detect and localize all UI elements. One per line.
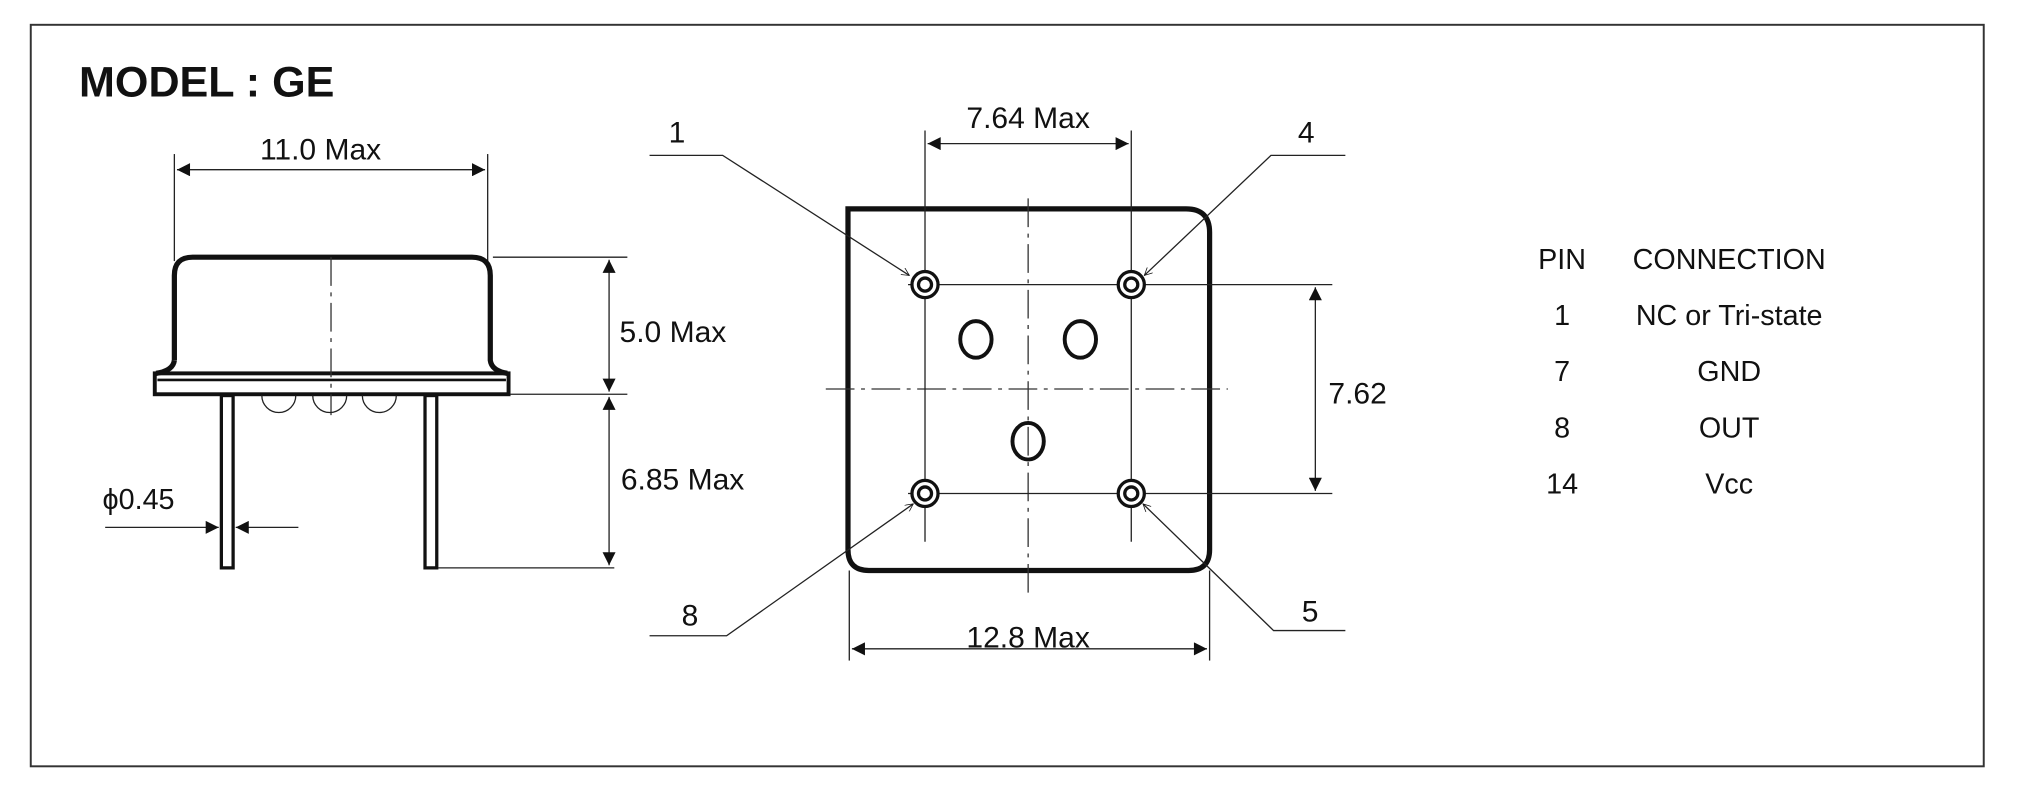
bottom-view: 7.64 Max 12.8 Max 7.62 1 4 8 5 [649,102,1387,661]
lead-diameter-label: ϕ0.45 [103,484,175,516]
table-row-connection: NC or Tri-state [1636,300,1823,332]
pins [910,269,1146,509]
flange [152,371,511,397]
lead-right [423,393,439,570]
table-row-pin: 8 [1554,412,1570,444]
table-row-pin: 14 [1546,468,1578,500]
pin-spacing-y-label: 7.62 [1328,377,1386,410]
table-row-connection: GND [1697,356,1761,388]
pin-callout-1: 1 [669,116,686,149]
header-connection: CONNECTION [1633,244,1826,276]
pin-callout-4: 4 [1298,116,1315,149]
side-view: 11.0 Max 5.0 Max 6.85 Max ϕ0.45 [103,133,744,570]
frame-border [29,23,1985,768]
body-width-label: 12.8 Max [966,622,1089,655]
table-row-connection: Vcc [1705,468,1753,500]
pin-callout-8: 8 [682,599,699,632]
lead-left [219,393,235,570]
width-dimension-label: 11.0 Max [260,133,381,166]
model-title: MODEL : GE [79,59,334,107]
header-pin: PIN [1538,244,1586,276]
lead-length-label: 6.85 Max [621,464,744,497]
pin-connection-table: PIN CONNECTION 1 NC or Tri-state 7 GND 8… [1538,244,1826,501]
pin-spacing-x-label: 7.64 Max [966,102,1089,135]
table-row-pin: 7 [1554,356,1570,388]
internal-holes [958,319,1098,462]
body-height-label: 5.0 Max [620,316,727,349]
pin-callout-5: 5 [1302,595,1319,628]
table-row-connection: OUT [1699,412,1760,444]
table-row-pin: 1 [1554,300,1570,332]
